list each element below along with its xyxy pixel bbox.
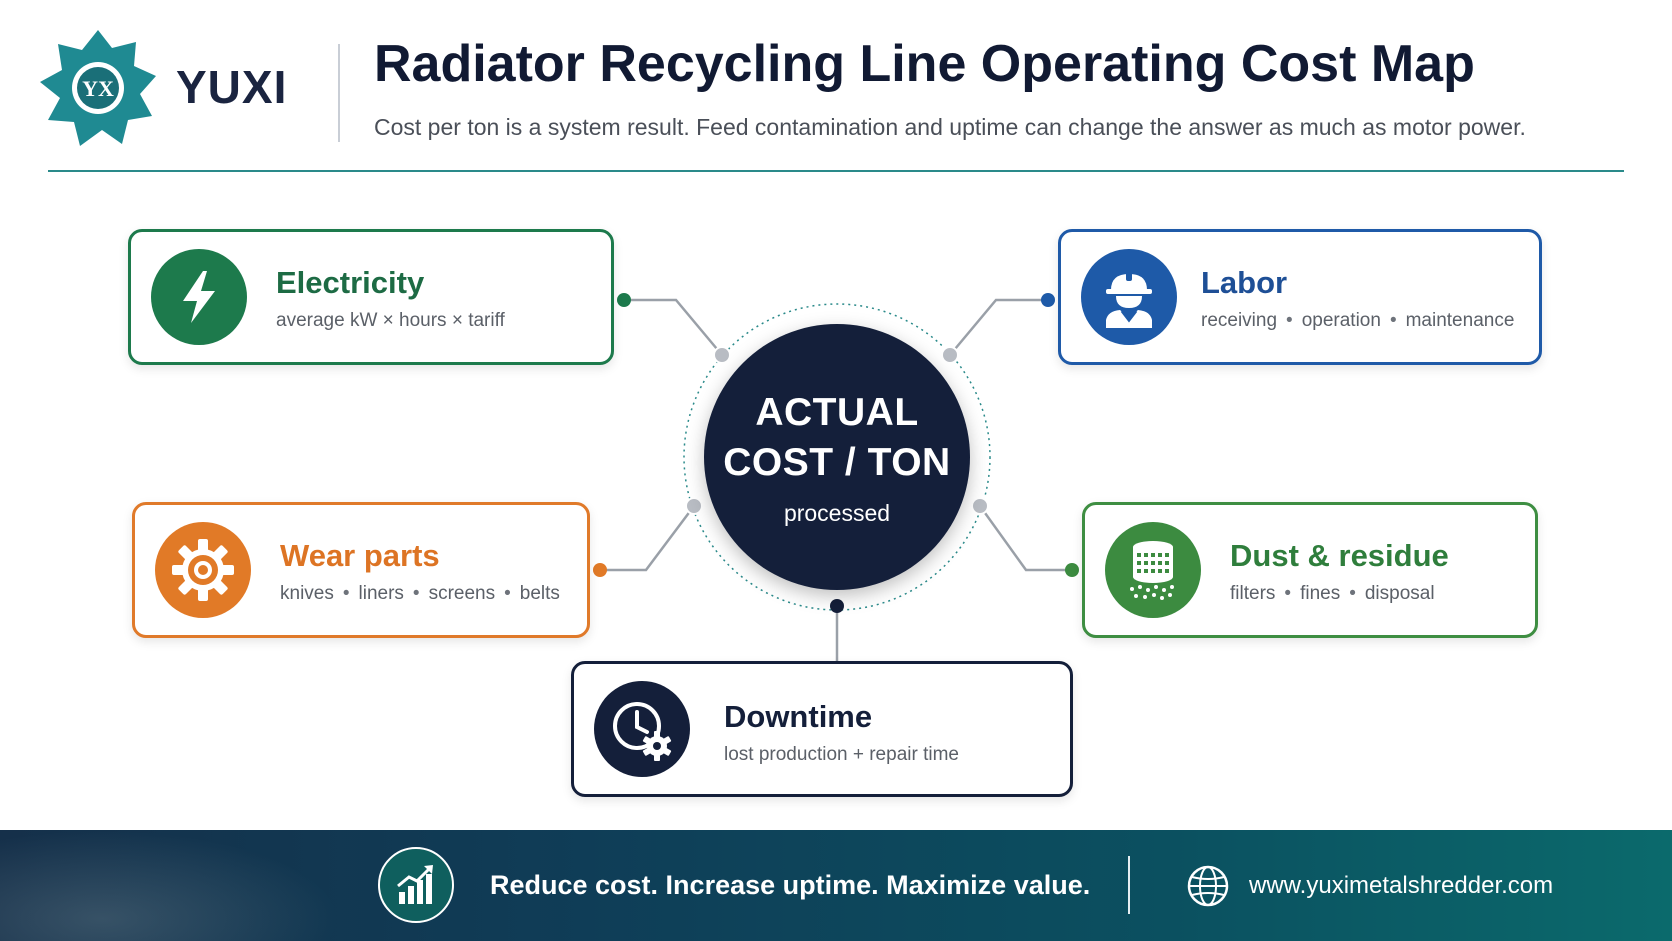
link-electricity [624,298,723,356]
page-subtitle: Cost per ton is a system result. Feed co… [374,114,1526,140]
electricity-title: Electricity [276,265,425,300]
wear-parts-title: Wear parts [280,538,440,573]
wear-parts-items: knives•liners•screens•belts [280,583,560,604]
wear-parts-card: Wear parts knives•liners•screens•belts [132,502,590,638]
hub-port-labor [941,346,959,364]
page-title: Radiator Recycling Line Operating Cost M… [374,35,1475,93]
dust-item: fines [1300,583,1341,604]
dust-item: disposal [1364,583,1435,604]
downtime-card: Downtime lost production + repair time [571,661,1073,797]
header-divider [338,44,340,142]
brand-name: YUXI [176,61,288,113]
yuxi-logo: YX [40,30,156,146]
labor-item: receiving [1201,310,1278,331]
dust-filter-icon [1105,522,1201,618]
labor-title: Labor [1201,265,1288,300]
hub-port-electricity [713,346,731,364]
node-labor [1041,293,1055,307]
wear-item: knives [280,583,334,604]
footer-scrap-texture [0,830,340,941]
svg-text:YX: YX [82,76,114,101]
node-downtime [830,599,844,613]
hub-sublabel: processed [783,499,891,526]
labor-card: Labor receiving•operation•maintenance [1058,229,1542,365]
downtime-title: Downtime [724,699,873,734]
wear-item: liners [358,583,404,604]
worker-hardhat-icon [1081,249,1177,345]
hub-label-line1: ACTUAL [755,390,919,434]
downtime-desc: lost production + repair time [724,744,959,765]
labor-items: receiving•operation•maintenance [1201,310,1515,331]
wear-item: screens [428,583,496,604]
gear-icon [155,522,251,618]
electricity-card: Electricity average kW × hours × tariff [128,229,614,365]
link-labor [949,298,1048,356]
link-wear [600,505,695,572]
hub-port-dust [971,497,989,515]
growth-chart-icon [378,847,454,923]
footer-divider [1128,856,1130,914]
dust-residue-items: filters•fines•disposal [1230,583,1435,604]
actual-cost-hub: ACTUAL COST / TON processed [704,324,970,590]
clock-gear-icon [594,681,690,777]
dust-item: filters [1230,583,1276,604]
electricity-formula: average kW × hours × tariff [276,310,505,331]
footer-banner: Reduce cost. Increase uptime. Maximize v… [0,830,1672,941]
hub-label-line2: COST / TON [723,440,951,484]
header-rule [48,170,1624,172]
dust-residue-card: Dust & residue filters•fines•disposal [1082,502,1538,638]
link-dust [978,505,1072,572]
footer-slogan: Reduce cost. Increase uptime. Maximize v… [490,870,1091,900]
node-wear [593,563,607,577]
node-dust [1065,563,1079,577]
lightning-bolt-icon [151,249,247,345]
labor-item: operation [1301,310,1381,331]
hub-port-wear [685,497,703,515]
globe-icon [1187,865,1229,907]
website-link[interactable]: www.yuximetalshredder.com [1249,872,1554,899]
dust-residue-title: Dust & residue [1230,538,1449,573]
wear-item: belts [519,583,560,604]
node-electricity [617,293,631,307]
labor-item: maintenance [1405,310,1515,331]
